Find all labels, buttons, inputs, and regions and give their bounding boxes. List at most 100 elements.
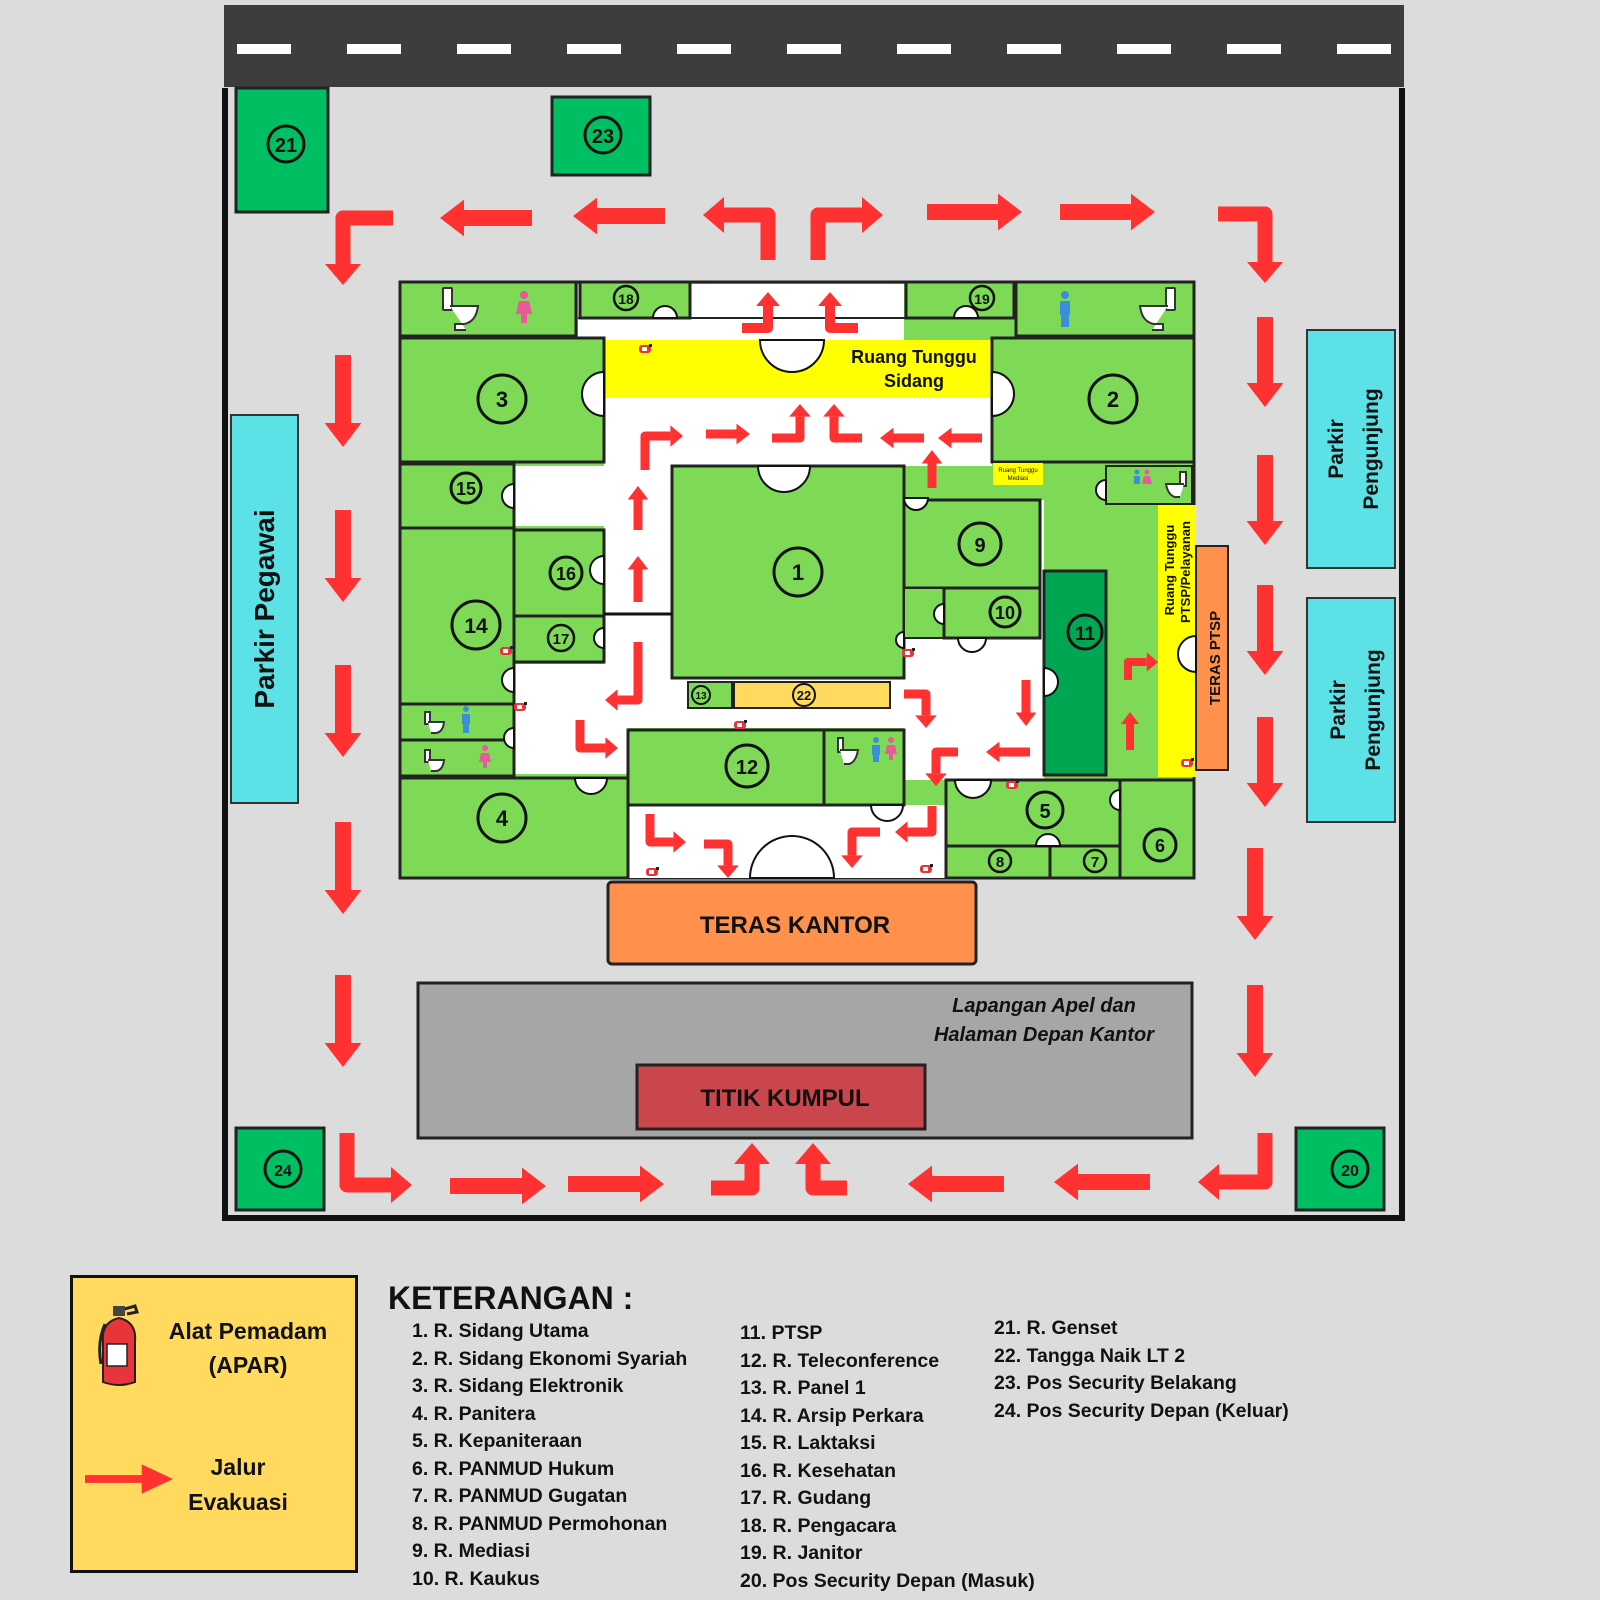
evacuation-arrow-head	[605, 737, 618, 759]
room-15: 15	[398, 462, 516, 530]
lapangan-label-2: Halaman Depan Kantor	[934, 1024, 1155, 1046]
keterangan-item: 22. Tangga Naik LT 2	[994, 1344, 1186, 1367]
evacuation-arrow-head	[1146, 652, 1158, 672]
ruang-tunggu-ptsp-label-2: PTSP/Pelayanan	[1178, 521, 1193, 623]
room-3: 3	[398, 336, 606, 464]
evacuation-arrow	[704, 839, 733, 866]
keterangan-item: 17. R. Gudang	[740, 1487, 872, 1509]
legend-jalur-label-2: Evakuasi	[188, 1489, 288, 1515]
evacuation-arrow	[1246, 317, 1284, 407]
keterangan-item: 11. PTSP	[740, 1322, 823, 1344]
evacuation-arrow-head	[734, 1143, 770, 1164]
room-2: 2	[990, 336, 1196, 464]
evacuation-arrow	[931, 747, 958, 774]
evacuation-arrow-head	[895, 821, 908, 843]
room-8: 8	[944, 844, 1052, 880]
keterangan-item: 15. R. Laktaksi	[740, 1432, 876, 1454]
lapangan-apel: Lapangan Apel dan Halaman Depan Kantor T…	[416, 981, 1194, 1140]
ruang-tunggu-mediasi: Ruang Tunggu Mediasi	[993, 463, 1043, 485]
parkir-pengunjung-1-label-b: Pengunjung	[1360, 388, 1383, 509]
ruang-tunggu-mediasi-label-1: Ruang Tunggu	[998, 468, 1037, 474]
evacuation-arrow	[1219, 1133, 1273, 1190]
evacuation-arrow	[829, 416, 862, 443]
ruang-tunggu-mediasi-label-2: Mediasi	[1008, 476, 1029, 482]
evacuation-arrow	[1218, 206, 1273, 262]
keterangan-item: 18. R. Pengacara	[740, 1514, 897, 1537]
keterangan-title: KETERANGAN :	[388, 1280, 634, 1316]
room-3-label: 3	[496, 387, 508, 412]
evacuation-arrow	[617, 642, 643, 705]
room-23: 23	[550, 95, 652, 177]
evacuation-arrow-head	[925, 773, 947, 786]
parkir-pengunjung-2-label-b: Pengunjung	[1362, 649, 1385, 770]
room-22-label: 22	[797, 688, 811, 703]
evacuation-arrow	[1236, 848, 1274, 940]
evacuation-arrow-head	[789, 404, 811, 417]
evacuation-arrow	[1124, 658, 1147, 680]
person-male-icon	[462, 291, 1140, 762]
keterangan-item: 12. R. Teleconference	[740, 1349, 940, 1372]
evacuation-arrow	[1246, 717, 1284, 807]
evacuation-arrow	[805, 1164, 847, 1196]
room-14: 14	[398, 526, 516, 706]
keterangan-item: 1. R. Sidang Utama	[412, 1320, 589, 1342]
evacuation-arrow-head	[795, 1143, 831, 1164]
evacuation-arrow	[908, 1165, 1004, 1203]
ruang-tunggu-sidang-label-1: Ruang Tunggu	[851, 347, 977, 367]
room-9: 9	[902, 498, 1042, 590]
evacuation-arrow	[904, 689, 931, 716]
room-12: 12	[626, 728, 826, 807]
toilet-left-male	[398, 702, 516, 742]
evacuation-arrow	[640, 431, 671, 470]
evacuation-arrow-head	[818, 292, 842, 306]
evacuation-arrow-head	[670, 425, 683, 447]
keterangan-item: 7. R. PANMUD Gugatan	[412, 1485, 628, 1507]
evacuation-arrow	[324, 355, 362, 447]
evacuation-arrow-head	[605, 689, 618, 711]
keterangan-item: 3. R. Sidang Elektronik	[412, 1375, 624, 1397]
evacuation-arrow-head	[756, 292, 780, 306]
ruang-tunggu-sidang-label-2: Sidang	[884, 371, 944, 391]
evacuation-arrow	[450, 1167, 546, 1205]
room-13-label: 13	[695, 691, 707, 702]
evacuation-arrow	[921, 450, 943, 488]
evacuation-route	[324, 193, 1284, 1205]
room-21-label: 21	[275, 135, 297, 157]
room-14-label: 14	[464, 615, 488, 638]
evacuation-arrow	[575, 720, 606, 753]
road-dashes	[237, 44, 1391, 54]
fire-extinguisher-icon	[98, 1304, 139, 1386]
evacuation-arrow	[706, 423, 750, 445]
evacuation-arrow	[1246, 455, 1284, 545]
evacuation-arrow-head	[823, 404, 845, 417]
lapangan-label-1: Lapangan Apel dan	[952, 995, 1136, 1017]
evacuation-arrow	[772, 416, 805, 443]
keterangan-item: 23. Pos Security Belakang	[994, 1372, 1237, 1394]
evacuation-arrow	[324, 975, 362, 1067]
evacuation-arrow	[938, 427, 982, 449]
teras-kantor-label: TERAS KANTOR	[700, 912, 890, 939]
parkir-pengunjung-2-label-a: Parkir	[1327, 680, 1350, 740]
evacuation-arrow-head	[915, 715, 937, 728]
evacuation-arrow	[645, 814, 674, 847]
evacuation-arrow	[1060, 193, 1155, 231]
evacuation-arrow	[440, 199, 532, 237]
teras-ptsp-label: TERAS PTSP	[1207, 611, 1224, 705]
room-20-label: 20	[1341, 1163, 1359, 1180]
compound-wall	[222, 88, 1405, 1221]
evacuation-arrow	[335, 210, 393, 264]
toilet-left-female	[398, 738, 516, 778]
evacuation-arrow	[927, 193, 1022, 231]
room-1-label: 1	[792, 560, 804, 585]
titik-kumpul-label: TITIK KUMPUL	[700, 1085, 869, 1112]
room-8-label: 8	[996, 854, 1004, 871]
evacuation-arrow	[324, 510, 362, 602]
evacuation-arrow-icon	[85, 1464, 173, 1494]
room-20: 20	[1294, 1126, 1386, 1212]
room-9-label: 9	[974, 535, 985, 557]
room-6-label: 6	[1155, 836, 1165, 856]
evacuation-arrow	[907, 806, 937, 837]
room-17-label: 17	[553, 631, 570, 648]
